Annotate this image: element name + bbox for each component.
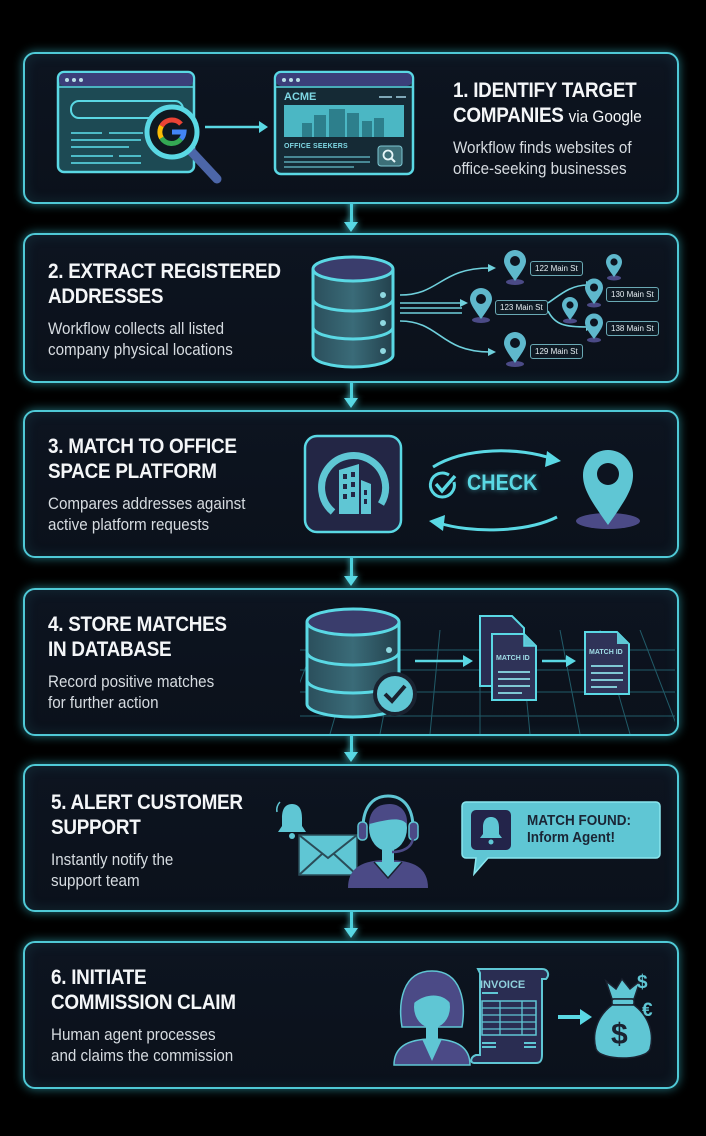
step-2-title-line1: 2. EXTRACT REGISTERED [48,260,281,283]
result-site-section-label: OFFICE SEEKERS [284,143,348,150]
envelope-icon [298,834,358,876]
notification-bubble [460,800,662,878]
connector-5-6 [350,910,353,930]
connector-1-2 [350,190,353,224]
step-1-title: 1. IDENTIFY TARGET COMPANIES via Google [453,78,642,129]
step-4-description: Record positive matches for further acti… [48,672,214,714]
step-4-title: 4. STORE MATCHES IN DATABASE [48,612,227,662]
step-6-desc-line2: and claims the commission [51,1047,234,1065]
invoice-icon [470,965,550,1065]
check-circle-icon [428,470,458,500]
connector-4-5 [350,734,353,754]
address-label: 129 Main St [530,344,583,359]
step-2-description: Workflow collects all listed company phy… [48,319,233,361]
step-5-description: Instantly notify the support team [51,850,173,892]
step-1-description: Workflow finds websites of office-seekin… [453,138,632,180]
notification-line1: MATCH FOUND: [527,812,631,829]
connector-arrow-icon [344,222,358,232]
step-2-desc-line1: Workflow collects all listed [48,320,225,338]
address-label: 130 Main St [606,287,659,302]
address-label: 122 Main St [530,261,583,276]
arrow-right-icon [542,654,578,668]
match-record-label: MATCH ID [496,655,530,662]
notification-line2: Inform Agent! [527,829,615,846]
step-3-title: 3. MATCH TO OFFICE SPACE PLATFORM [48,434,237,484]
invoice-label: INVOICE [480,979,526,991]
database-check-icon [305,606,420,721]
step-2-desc-line2: company physical locations [48,341,233,359]
arrow-right-icon [205,120,269,134]
location-pin-icon [573,445,643,535]
location-pin-icon [503,250,527,286]
result-site-brand: ACME [284,91,317,103]
woman-agent-icon [392,967,472,1067]
bell-icon [275,800,309,842]
address-label: 123 Main St [495,300,548,315]
step-3-desc-line1: Compares addresses against [48,495,246,513]
step-4-title-line1: 4. STORE MATCHES [48,613,227,636]
step-2-title: 2. EXTRACT REGISTERED ADDRESSES [48,259,281,309]
step-6-title-line1: 6. INITIATE [51,966,147,989]
sync-arrows-icon [425,445,565,535]
step-3-title-line2: SPACE PLATFORM [48,460,217,483]
match-record-label: MATCH ID [589,649,623,656]
step-4-desc-line2: for further action [48,694,159,712]
database-icon [311,255,395,370]
office-building-app-icon [303,434,403,534]
connector-arrow-icon [344,398,358,408]
connector-2-3 [350,380,353,400]
step-1-title-line1: 1. IDENTIFY TARGET [453,79,637,102]
step-3-title-line1: 3. MATCH TO OFFICE [48,435,237,458]
arrow-right-icon [415,654,475,668]
location-pin-icon [469,288,493,324]
step-4-title-line2: IN DATABASE [48,638,172,661]
step-2-title-line2: ADDRESSES [48,285,164,308]
location-pin-icon [605,253,623,281]
connector-3-4 [350,556,353,578]
step-1-title-line2: COMPANIES [453,104,564,127]
step-6-title-line2: COMMISSION CLAIM [51,991,236,1014]
step-1-title-suffix: via Google [568,107,642,126]
money-bag-symbol: $ [611,1018,628,1051]
arrow-right-icon [558,1008,594,1026]
currency-euro-icon: € [642,1000,653,1021]
step-5-title-line2: SUPPORT [51,816,141,839]
connector-arrow-icon [344,576,358,586]
support-agent-headset-icon [346,790,430,890]
location-pin-icon [584,278,604,308]
step-1-desc-line1: Workflow finds websites of [453,139,632,157]
connector-arrow-icon [344,752,358,762]
address-label: 138 Main St [606,321,659,336]
notification-text: MATCH FOUND: Inform Agent! [527,812,631,846]
step-6-description: Human agent processes and claims the com… [51,1025,233,1067]
step-5-title: 5. ALERT CUSTOMER SUPPORT [51,790,243,840]
step-6-desc-line1: Human agent processes [51,1026,216,1044]
step-3-desc-line2: active platform requests [48,516,210,534]
step-6-title: 6. INITIATE COMMISSION CLAIM [51,965,236,1015]
money-bag-icon [592,975,654,1065]
match-record-stack-icon [478,614,548,704]
match-record-icon [583,630,633,696]
location-pin-icon [503,332,527,368]
result-website-window [273,70,415,176]
connector-arrow-icon [344,928,358,938]
step-5-title-line1: 5. ALERT CUSTOMER [51,791,243,814]
step-1-desc-line2: office-seeking businesses [453,160,627,178]
step-5-desc-line1: Instantly notify the [51,851,174,869]
step-3-description: Compares addresses against active platfo… [48,494,245,536]
step-4-desc-line1: Record positive matches [48,673,215,691]
check-label: CHECK [467,470,538,495]
currency-dollar-icon: $ [637,972,648,993]
google-g-icon [157,117,187,147]
step-5-desc-line2: support team [51,872,140,890]
location-pin-icon [584,313,604,343]
location-pin-icon [561,296,579,324]
